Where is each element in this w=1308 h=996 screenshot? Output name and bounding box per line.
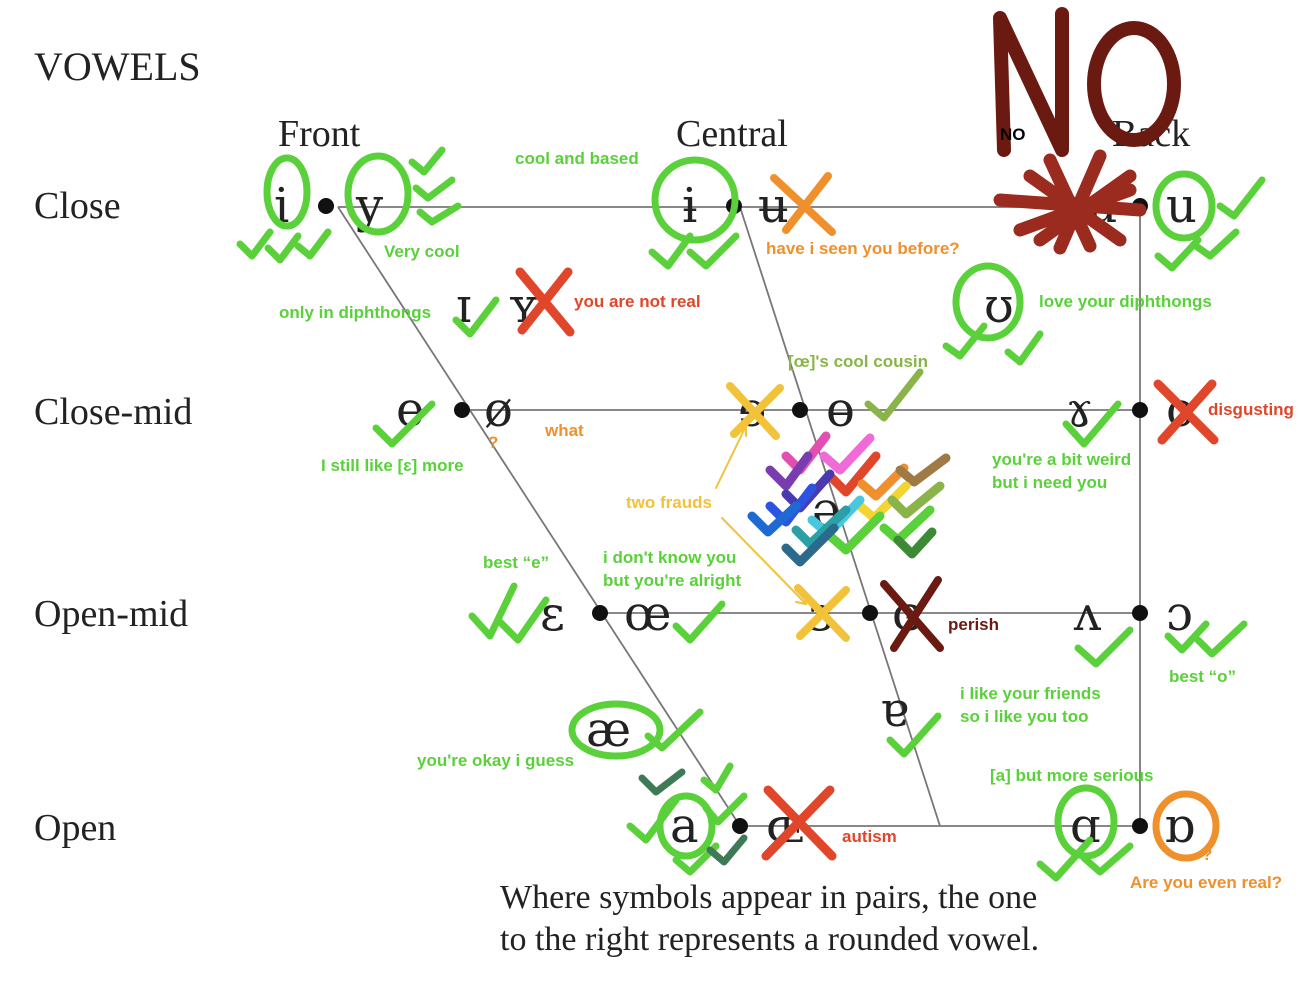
no-text: NO [1000, 125, 1026, 144]
note-disgusting: disgusting [1208, 400, 1294, 419]
note-bit-weird-1: you're a bit weird [992, 450, 1131, 469]
two-frauds-arrows [715, 425, 807, 605]
row-close-mid: Close-mid [34, 391, 192, 433]
note-dont-know-1: i don't know you [603, 548, 736, 567]
note-best-e: best “e” [483, 553, 549, 572]
column-front: Front [278, 113, 361, 155]
footer-line-2: to the right represents a rounded vowel. [500, 921, 1039, 958]
dark-green-checkmarks [638, 768, 748, 866]
symbol-wedge: ʌ [1073, 586, 1101, 642]
note-friends-1: i like your friends [960, 684, 1101, 703]
orange-circle [1152, 790, 1220, 862]
row-close: Close [34, 185, 121, 227]
note-okay-i-guess: you're okay i guess [417, 751, 574, 770]
column-central: Central [676, 113, 788, 155]
note-cool-and-based: cool and based [515, 149, 639, 168]
note-two-frauds: two frauds [626, 493, 712, 512]
note-only-in-diphthongs: only in diphthongs [279, 303, 431, 322]
red-crosses [515, 267, 1219, 861]
orange-cross [770, 172, 836, 236]
symbol-barred-o: ɵ [826, 382, 855, 438]
symbol-open-o: ɔ [1166, 586, 1193, 642]
symbol-barred-i: ɨ [682, 178, 697, 234]
yellow-crosses [726, 382, 850, 642]
note-a-serious: [a] but more serious [990, 766, 1153, 785]
note-love-diphthongs: love your diphthongs [1039, 292, 1212, 311]
annotation-notes: cool and based Very cool have i seen you… [279, 149, 1294, 892]
green-circles [263, 152, 1216, 860]
note-best-o: best “o” [1169, 667, 1236, 686]
note-dont-know-2: but you're alright [603, 571, 741, 590]
big-no-scribble [993, 7, 1181, 157]
note-autism: autism [842, 827, 897, 846]
row-open-mid: Open-mid [34, 593, 188, 635]
olive-checkmarks [864, 368, 924, 422]
note-very-cool: Very cool [384, 242, 460, 261]
orange-question-mark-what: ? [488, 433, 498, 452]
note-even-real: Are you even real? [1130, 873, 1282, 892]
note-what: what [544, 421, 584, 440]
symbol-ash: æ [586, 702, 631, 758]
rainbow-checkmark-cluster [747, 431, 951, 567]
dark-red-cross [880, 576, 944, 652]
symbol-u: u [1166, 178, 1197, 234]
vowel-dots [318, 198, 1148, 834]
vowel-symbols: i y ɨ ʉ ɯ u ɪ ʏ ʊ e ø ɘ ɵ ɤ o ə ɛ œ ɜ ɞ … [274, 178, 1197, 854]
symbol-o-slash: ø [484, 382, 513, 438]
note-still-like-e: I still like [ɛ] more [321, 456, 464, 475]
row-open: Open [34, 807, 116, 849]
note-oe-cousin: [œ]'s cool cousin [788, 352, 928, 371]
symbol-oe: œ [624, 586, 671, 642]
green-checkmarks [236, 146, 1266, 882]
symbol-turned-a: ɐ [880, 682, 909, 738]
note-perish: perish [948, 615, 999, 634]
scribble-over-turned-m [993, 149, 1147, 255]
symbol-turned-script-a: ɒ [1164, 798, 1195, 854]
orange-question-mark-real: ? [1202, 845, 1212, 864]
note-friends-2: so i like you too [960, 707, 1088, 726]
note-have-i-seen: have i seen you before? [766, 239, 960, 258]
note-bit-weird-2: but i need you [992, 473, 1107, 492]
note-not-real: you are not real [574, 292, 701, 311]
chart-title: VOWELS [34, 44, 201, 89]
footer-line-1: Where symbols appear in pairs, the one [500, 879, 1037, 916]
symbol-epsilon: ɛ [540, 586, 565, 642]
